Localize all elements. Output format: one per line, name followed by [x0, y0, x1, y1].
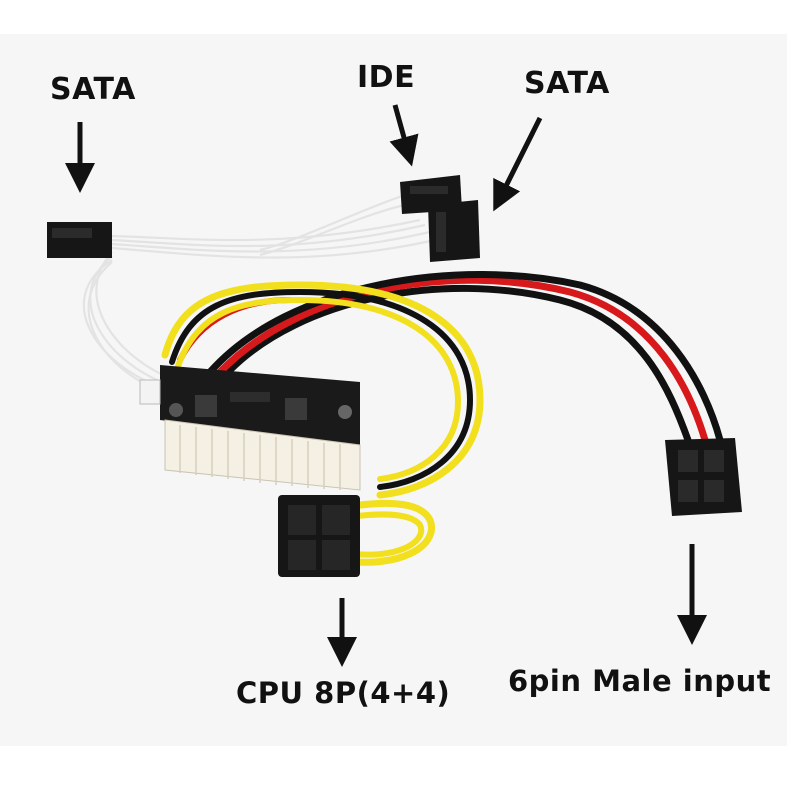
six-pin-input-connector [665, 438, 742, 516]
pcb-board [139, 365, 360, 445]
sata-right-connector [428, 200, 480, 262]
cpu-wires [161, 281, 484, 566]
label-6pin-male-input: 6pin Male input [508, 664, 772, 698]
label-sata-right: SATA [524, 66, 610, 101]
atx-24pin-plug [164, 419, 361, 491]
arrow-ide [389, 104, 419, 167]
sata-left-connector [47, 222, 112, 258]
cpu-8p-connector [278, 495, 360, 577]
arrow-sata-right [493, 116, 543, 212]
label-sata-left: SATA [50, 72, 136, 107]
label-ide: IDE [357, 60, 416, 95]
label-cpu-8p: CPU 8P(4+4) [236, 676, 451, 710]
